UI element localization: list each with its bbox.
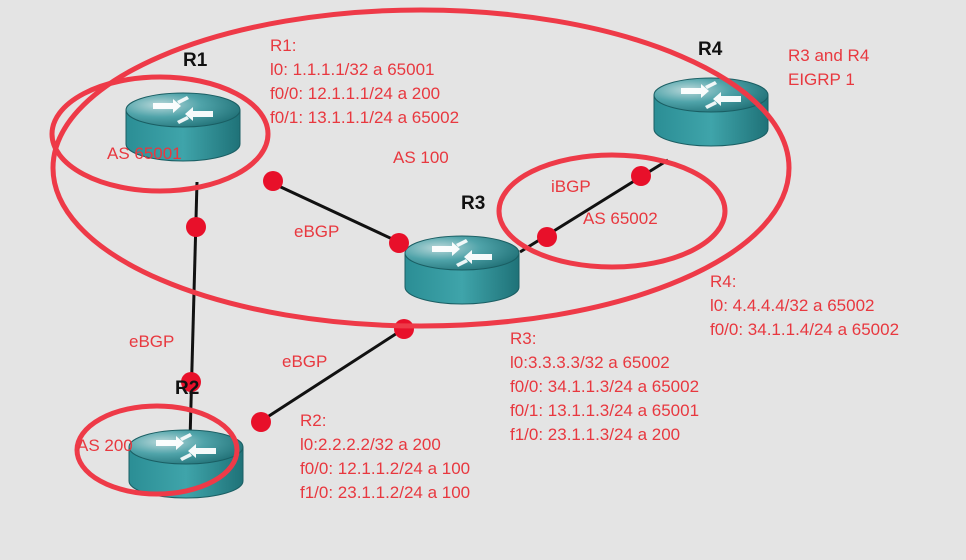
note-line: EIGRP 1 bbox=[788, 70, 855, 89]
config-line: f0/1: 13.1.1.3/24 a 65001 bbox=[510, 401, 700, 420]
config-line: f0/0: 12.1.1.2/24 a 100 bbox=[300, 459, 471, 478]
router-r2-label: R2 bbox=[175, 378, 200, 399]
r2-config: R2: l0:2.2.2.2/32 a 200 f0/0: 12.1.1.2/2… bbox=[300, 409, 470, 505]
port-dot bbox=[389, 233, 409, 253]
as65002-boundary bbox=[496, 152, 728, 270]
config-line: f0/0: 34.1.1.3/24 a 65002 bbox=[510, 377, 700, 396]
as65001-label: AS 65001 bbox=[107, 144, 182, 163]
router-r4-label: R4 bbox=[698, 39, 723, 60]
port-dot bbox=[181, 372, 201, 392]
as200-boundary bbox=[74, 403, 240, 497]
link-r3-r4-label: iBGP bbox=[551, 177, 591, 196]
config-line: R1: bbox=[270, 36, 297, 55]
link-r1-r2-label: eBGP bbox=[129, 332, 175, 351]
eigrp-note: R3 and R4 EIGRP 1 bbox=[788, 44, 869, 92]
config-line: l0:2.2.2.2/32 a 200 bbox=[300, 435, 441, 454]
as100-label: AS 100 bbox=[393, 148, 449, 167]
link-r2-r3 bbox=[254, 326, 406, 427]
port-dot bbox=[537, 227, 557, 247]
config-line: R2: bbox=[300, 411, 327, 430]
r3-config: R3: l0:3.3.3.3/32 a 65002 f0/0: 34.1.1.3… bbox=[510, 327, 699, 447]
r1-config: R1: l0: 1.1.1.1/32 a 65001 f0/0: 12.1.1.… bbox=[270, 34, 459, 130]
config-line: f1/0: 23.1.1.3/24 a 200 bbox=[510, 425, 681, 444]
config-line: R3: bbox=[510, 329, 537, 348]
port-dot bbox=[394, 319, 414, 339]
link-r1-r3-label: eBGP bbox=[294, 222, 340, 241]
router-r4-icon[interactable] bbox=[653, 77, 769, 147]
port-dot bbox=[263, 171, 283, 191]
config-line: l0: 1.1.1.1/32 a 65001 bbox=[270, 60, 435, 79]
config-line: R4: bbox=[710, 272, 737, 291]
link-r1-r3 bbox=[269, 180, 404, 246]
router-r2-icon[interactable] bbox=[128, 429, 244, 499]
config-line: f0/0: 12.1.1.1/24 a 200 bbox=[270, 84, 441, 103]
as65001-boundary bbox=[49, 74, 271, 194]
port-dot bbox=[251, 412, 271, 432]
router-r3-icon[interactable] bbox=[404, 235, 520, 305]
config-line: f1/0: 23.1.1.2/24 a 100 bbox=[300, 483, 471, 502]
config-line: l0:3.3.3.3/32 a 65002 bbox=[510, 353, 670, 372]
router-r3-label: R3 bbox=[461, 193, 486, 214]
config-line: l0: 4.4.4.4/32 a 65002 bbox=[710, 296, 875, 315]
port-dot bbox=[186, 217, 206, 237]
r4-config: R4: l0: 4.4.4.4/32 a 65002 f0/0: 34.1.1.… bbox=[710, 270, 899, 342]
config-line: f0/0: 34.1.1.4/24 a 65002 bbox=[710, 320, 900, 339]
as200-label: AS 200 bbox=[77, 436, 133, 455]
link-r2-r3-label: eBGP bbox=[282, 352, 328, 371]
as65002-label: AS 65002 bbox=[583, 209, 658, 228]
note-line: R3 and R4 bbox=[788, 46, 870, 65]
port-dot bbox=[631, 166, 651, 186]
router-r1-label: R1 bbox=[183, 50, 208, 71]
config-line: f0/1: 13.1.1.1/24 a 65002 bbox=[270, 108, 460, 127]
as100-boundary bbox=[50, 7, 792, 329]
